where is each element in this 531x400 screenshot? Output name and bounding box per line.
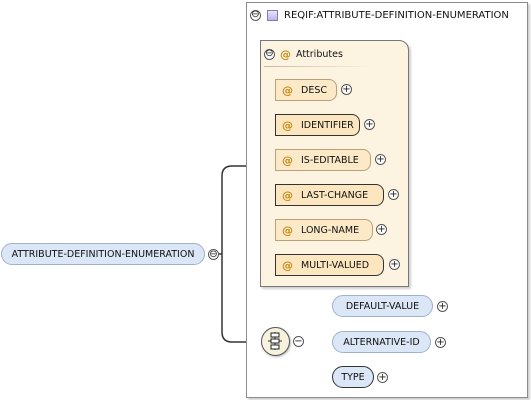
attributes-header: ⊖ @ Attributes [264, 46, 343, 62]
expand-icon[interactable]: + [341, 83, 352, 95]
root-element-label: ATTRIBUTE-DEFINITION-ENUMERATION [11, 248, 195, 260]
attribute-at-icon: @ [280, 47, 291, 61]
attribute-is-editable[interactable]: @ IS-EDITABLE [275, 149, 371, 171]
expand-icon[interactable]: + [364, 118, 375, 130]
attribute-label: IDENTIFIER [301, 119, 354, 131]
attribute-label: DESC [301, 84, 327, 96]
expand-icon[interactable]: + [389, 258, 400, 270]
attribute-multi-valued[interactable]: @ MULTI-VALUED [275, 254, 384, 276]
sequence-compositor-icon[interactable] [261, 327, 290, 356]
element-alternative-id[interactable]: ALTERNATIVE-ID [332, 331, 431, 353]
collapse-attributes-icon[interactable]: ⊖ [264, 48, 275, 60]
attribute-at-icon: @ [282, 153, 293, 167]
complex-type-header: ⊖ REQIF:ATTRIBUTE-DEFINITION-ENUMERATION [250, 6, 509, 24]
attributes-underline [264, 66, 374, 67]
attribute-label: MULTI-VALUED [301, 259, 370, 271]
expand-icon[interactable]: + [388, 188, 399, 200]
element-label: ALTERNATIVE-ID [343, 336, 420, 348]
collapse-type-icon[interactable]: ⊖ [250, 9, 261, 21]
complex-type-title: REQIF:ATTRIBUTE-DEFINITION-ENUMERATION [284, 9, 509, 21]
attribute-at-icon: @ [282, 223, 293, 237]
expand-icon[interactable]: + [437, 300, 448, 312]
attribute-last-change[interactable]: @ LAST-CHANGE [275, 184, 384, 206]
element-default-value[interactable]: DEFAULT-VALUE [332, 295, 433, 317]
attribute-at-icon: @ [282, 258, 293, 272]
attribute-at-icon: @ [282, 188, 293, 202]
attribute-at-icon: @ [282, 83, 293, 97]
expand-icon[interactable]: + [376, 223, 387, 235]
collapse-sequence-icon[interactable]: − [293, 335, 304, 347]
attribute-label: LONG-NAME [301, 224, 360, 236]
attribute-label: IS-EDITABLE [301, 154, 359, 166]
expand-icon[interactable]: + [375, 153, 386, 165]
attributes-label: Attributes [296, 48, 343, 60]
root-element[interactable]: ATTRIBUTE-DEFINITION-ENUMERATION [1, 243, 205, 265]
attribute-long-name[interactable]: @ LONG-NAME [275, 219, 373, 241]
attribute-at-icon: @ [282, 118, 293, 132]
element-type[interactable]: TYPE [332, 366, 374, 388]
complex-type-icon [267, 9, 278, 21]
expand-icon[interactable]: + [435, 336, 446, 348]
sequence-glyph [268, 332, 282, 350]
element-label: TYPE [341, 371, 365, 383]
expand-icon[interactable]: + [377, 371, 388, 383]
collapse-root-icon[interactable]: ⊖ [208, 248, 219, 260]
element-label: DEFAULT-VALUE [345, 300, 420, 312]
attribute-desc[interactable]: @ DESC [275, 79, 337, 101]
attribute-label: LAST-CHANGE [301, 189, 369, 201]
attribute-identifier[interactable]: @ IDENTIFIER [275, 114, 360, 136]
